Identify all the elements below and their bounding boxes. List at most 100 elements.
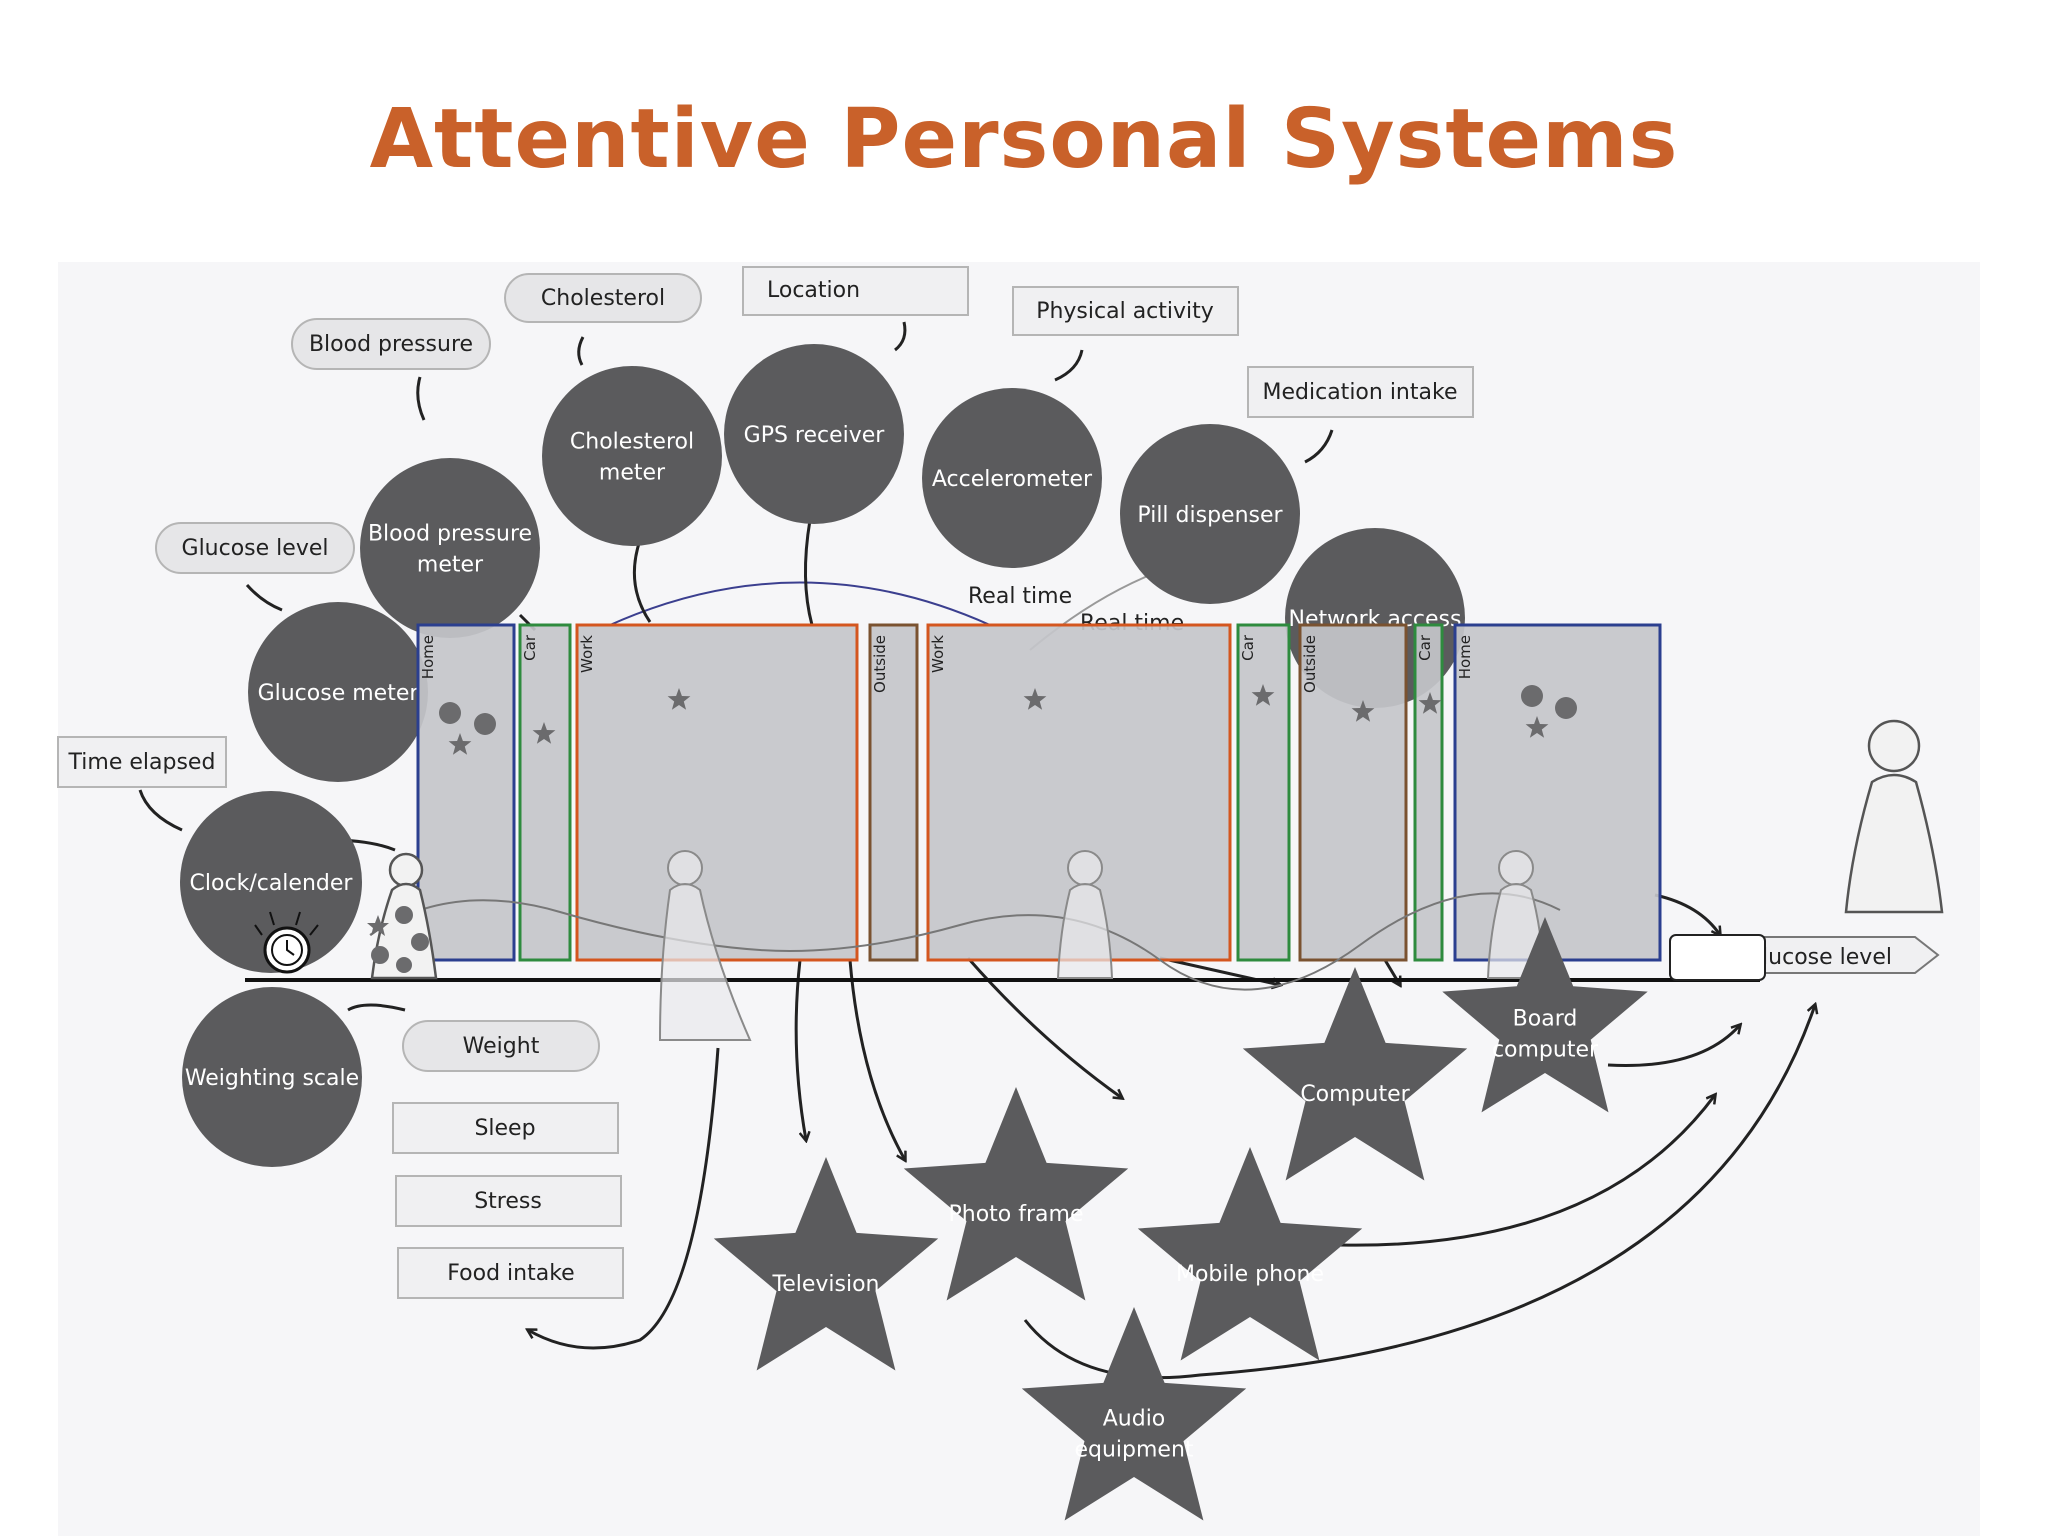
room-box xyxy=(1413,623,1444,962)
sensor-circle xyxy=(922,388,1102,568)
room-label: Work xyxy=(578,635,596,673)
glucose-level-output: Glucose level xyxy=(1669,934,1940,981)
gps-receiver-sensor: GPS receiver xyxy=(724,344,904,524)
physical-activity-label xyxy=(1012,286,1239,336)
location-label xyxy=(742,266,969,316)
sensor-circle xyxy=(248,602,428,782)
device-star xyxy=(713,1157,939,1371)
glucose-meter-sensor: Glucose meter xyxy=(248,602,428,782)
room-home: Home xyxy=(1453,623,1662,962)
room-work: Work xyxy=(575,623,859,962)
sensor-label: meter xyxy=(599,461,666,486)
room-box xyxy=(1236,623,1291,962)
room-label: Work xyxy=(929,635,947,673)
device-label: computer xyxy=(1492,1038,1599,1063)
sensor-label: Clock/calender xyxy=(190,871,354,896)
device-star xyxy=(903,1087,1129,1301)
computer-device: Computer xyxy=(1242,967,1468,1181)
room-markers xyxy=(439,685,1577,735)
sensor-label: meter xyxy=(417,553,484,578)
accelerometer-sensor: Accelerometer xyxy=(922,388,1102,568)
sensor-label: Accelerometer xyxy=(932,467,1093,492)
room-label: Car xyxy=(521,634,539,661)
sensor-circle xyxy=(724,344,904,524)
star-marker xyxy=(1251,684,1275,706)
room-home: Home xyxy=(416,623,516,962)
device-star xyxy=(1137,1147,1363,1361)
real-time-label-1: Real time xyxy=(968,584,1072,609)
room-dot xyxy=(439,702,461,724)
activity-wave xyxy=(369,892,1561,991)
sensor-label: Pill dispenser xyxy=(1137,503,1283,528)
room-dot xyxy=(474,713,496,735)
time-elapsed-label-text: Time elapsed xyxy=(68,750,216,775)
food-intake-label xyxy=(397,1247,624,1299)
person-figure xyxy=(367,852,438,980)
room-car: Car xyxy=(1236,623,1291,962)
weight-label xyxy=(402,1020,600,1072)
time-elapsed-label xyxy=(57,736,227,788)
star-marker xyxy=(1418,692,1442,714)
medication-intake-label xyxy=(1247,366,1474,418)
room-box xyxy=(416,623,516,962)
alarm-clock-icon xyxy=(254,911,319,974)
persons xyxy=(367,719,1944,1041)
glucose-level-label xyxy=(155,522,355,574)
measurement-labels: Cholesterol Location Physical activity B… xyxy=(57,266,1474,1299)
sleep-label xyxy=(392,1102,619,1154)
device-star xyxy=(1442,917,1648,1113)
device-label: Photo frame xyxy=(949,1202,1084,1227)
mobile-phone-device: Mobile phone xyxy=(1137,1147,1363,1361)
location-label-text: Location xyxy=(767,278,860,303)
cholesterol-meter-sensor: Cholesterol meter xyxy=(542,366,722,546)
person-figure-large xyxy=(1844,719,1944,914)
sensor-label: GPS receiver xyxy=(744,423,886,448)
room-label: Outside xyxy=(871,635,889,693)
star-marker xyxy=(1023,688,1047,710)
faint-arc xyxy=(609,581,991,626)
bed-icon xyxy=(1669,934,1766,981)
cholesterol-label-text: Cholesterol xyxy=(541,286,665,311)
food-intake-label-text: Food intake xyxy=(447,1261,574,1286)
glucose-level-label-text: Glucose level xyxy=(182,536,329,561)
sensor-label: Cholesterol xyxy=(570,430,694,455)
cholesterol-label xyxy=(504,273,702,323)
room-box xyxy=(1298,623,1408,962)
room-label: Home xyxy=(1456,635,1474,679)
television-device: Television xyxy=(713,1157,939,1371)
sensor-label: Weighting scale xyxy=(185,1066,359,1091)
photo-frame-device: Photo frame xyxy=(903,1087,1129,1301)
stress-label-text: Stress xyxy=(474,1189,542,1214)
slide-title: Attentive Personal Systems xyxy=(369,92,1679,187)
sensor-circle xyxy=(542,366,722,546)
room-label: Car xyxy=(1416,634,1434,661)
room-car: Car xyxy=(518,623,572,962)
device-star xyxy=(1242,967,1468,1181)
room-box xyxy=(868,623,919,962)
room-label: Outside xyxy=(1301,635,1319,693)
pill-dispenser-sensor: Pill dispenser xyxy=(1120,424,1300,604)
person-figure xyxy=(1056,850,1114,979)
glucose-level-output-text: Glucose level xyxy=(1745,945,1892,970)
star-marker xyxy=(1351,700,1375,722)
medication-intake-label-text: Medication intake xyxy=(1263,380,1458,405)
sensor-circle xyxy=(1120,424,1300,604)
weighting-scale-sensor: Weighting scale xyxy=(182,987,362,1167)
device-label: Audio xyxy=(1103,1407,1166,1432)
star-marker xyxy=(448,733,472,755)
star-marker xyxy=(532,722,556,744)
physical-activity-label-text: Physical activity xyxy=(1036,299,1214,324)
device-label: Computer xyxy=(1300,1082,1410,1107)
stress-label xyxy=(395,1175,622,1227)
star-marker xyxy=(667,688,691,710)
person-figure xyxy=(658,850,752,1041)
room-dot xyxy=(1555,697,1577,719)
room-outside: Outside xyxy=(1298,623,1408,962)
room-box xyxy=(518,623,572,962)
room-star-markers xyxy=(448,684,1549,755)
blood-pressure-label xyxy=(291,318,491,370)
room-box xyxy=(1453,623,1662,962)
